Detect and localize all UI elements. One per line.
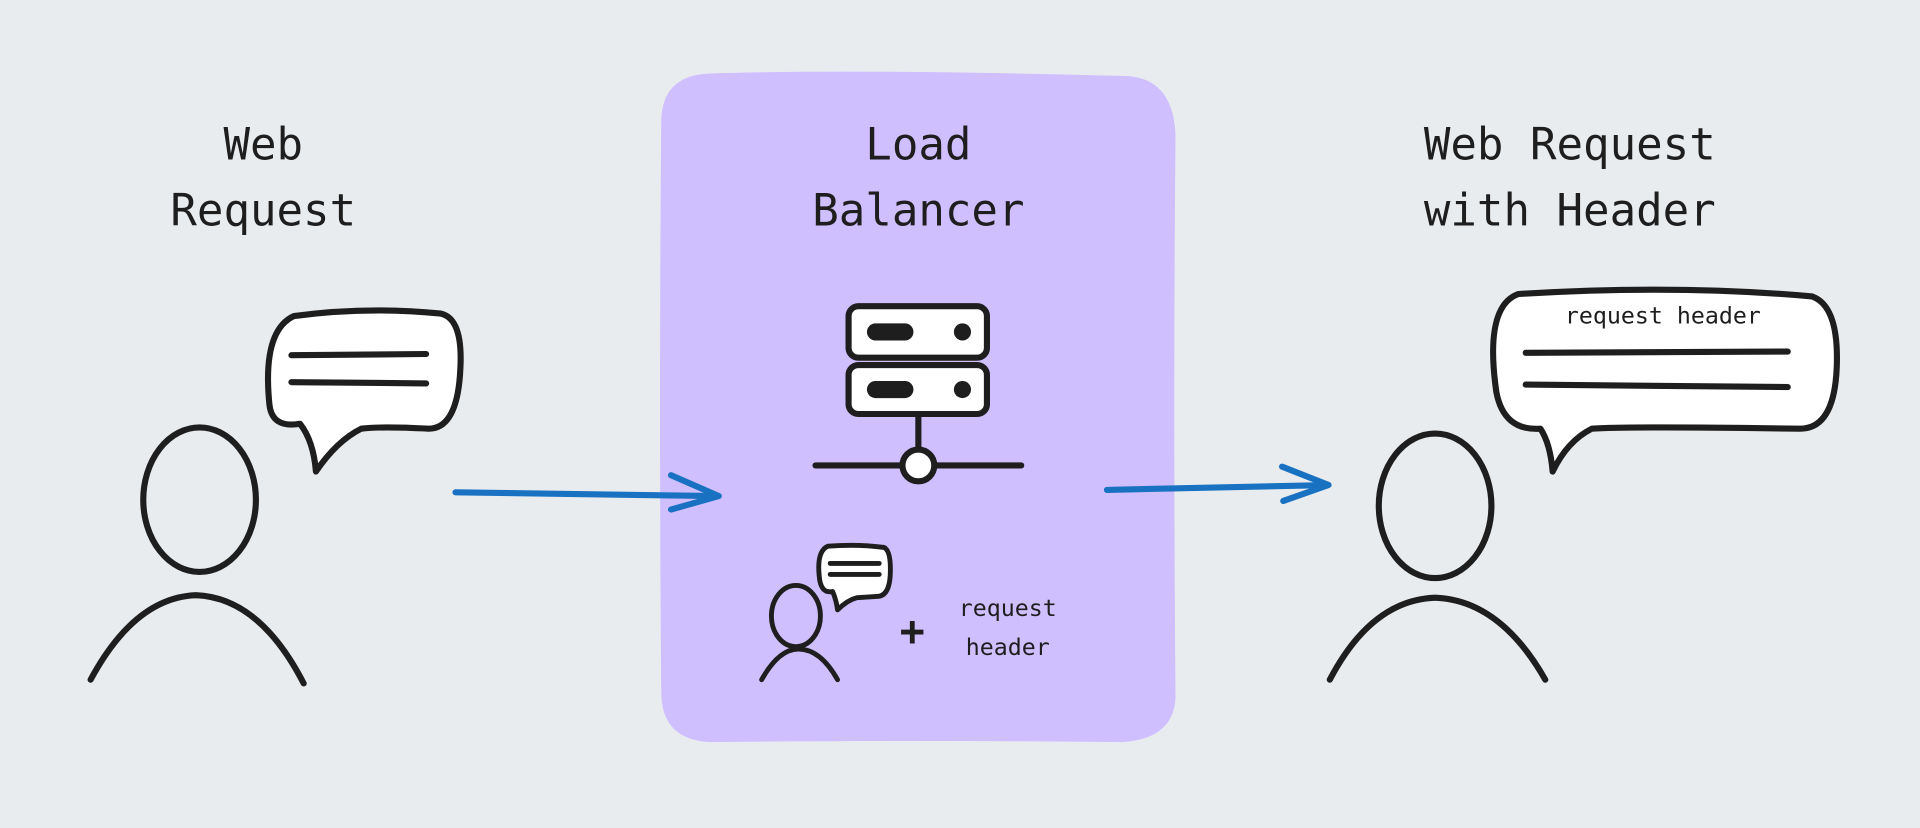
center-title-line1: Load bbox=[865, 119, 971, 170]
right-title-line2: with Header bbox=[1424, 185, 1716, 236]
speech-bubble-icon-small bbox=[816, 542, 893, 613]
arrow-to-destination bbox=[1103, 463, 1332, 504]
center-title-line2: Balancer bbox=[812, 185, 1024, 236]
server-icon bbox=[812, 303, 1025, 485]
arrow-to-load-balancer bbox=[452, 472, 722, 513]
request-header-note-line1: request bbox=[959, 595, 1057, 622]
right-title-line1: Web Request bbox=[1424, 119, 1716, 170]
left-title-line2: Request bbox=[170, 185, 356, 236]
bubble-request-header-text: request header bbox=[1565, 302, 1761, 329]
user-icon-small bbox=[759, 582, 840, 683]
plus-sign: + bbox=[900, 606, 925, 655]
left-title-line1: Web bbox=[223, 119, 303, 170]
request-header-note-line2: header bbox=[966, 634, 1050, 661]
speech-bubble-icon-right bbox=[1490, 286, 1840, 475]
user-icon-right bbox=[1326, 430, 1549, 683]
speech-bubble-icon-left bbox=[264, 307, 464, 475]
user-icon-left bbox=[87, 424, 307, 687]
